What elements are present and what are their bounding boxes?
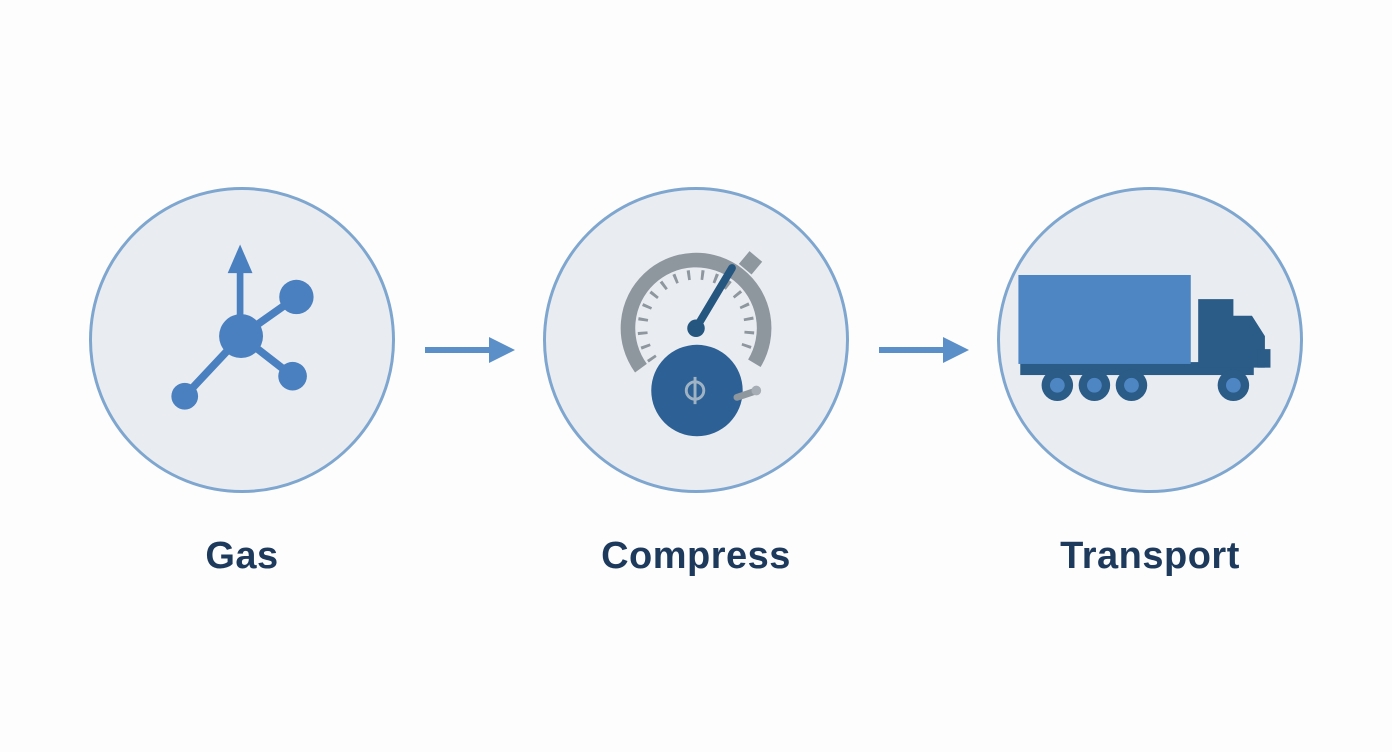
step-gas-circle (89, 187, 395, 493)
step-transport-label: Transport (1060, 535, 1240, 577)
right-arrow-icon (877, 330, 969, 375)
gas-molecule-icon (137, 233, 347, 448)
step-compress-label: Compress (601, 535, 791, 577)
pressure-gauge-icon (589, 231, 803, 450)
right-arrow-icon (423, 330, 515, 375)
step-compress: Compress (543, 187, 849, 578)
step-transport: Transport (997, 187, 1303, 578)
step-gas: Gas (89, 187, 395, 578)
step-compress-circle (543, 187, 849, 493)
truck-icon (1011, 260, 1289, 421)
step-transport-circle (997, 187, 1303, 493)
flow-row: Gas (89, 187, 1303, 578)
step-gas-label: Gas (205, 535, 279, 577)
